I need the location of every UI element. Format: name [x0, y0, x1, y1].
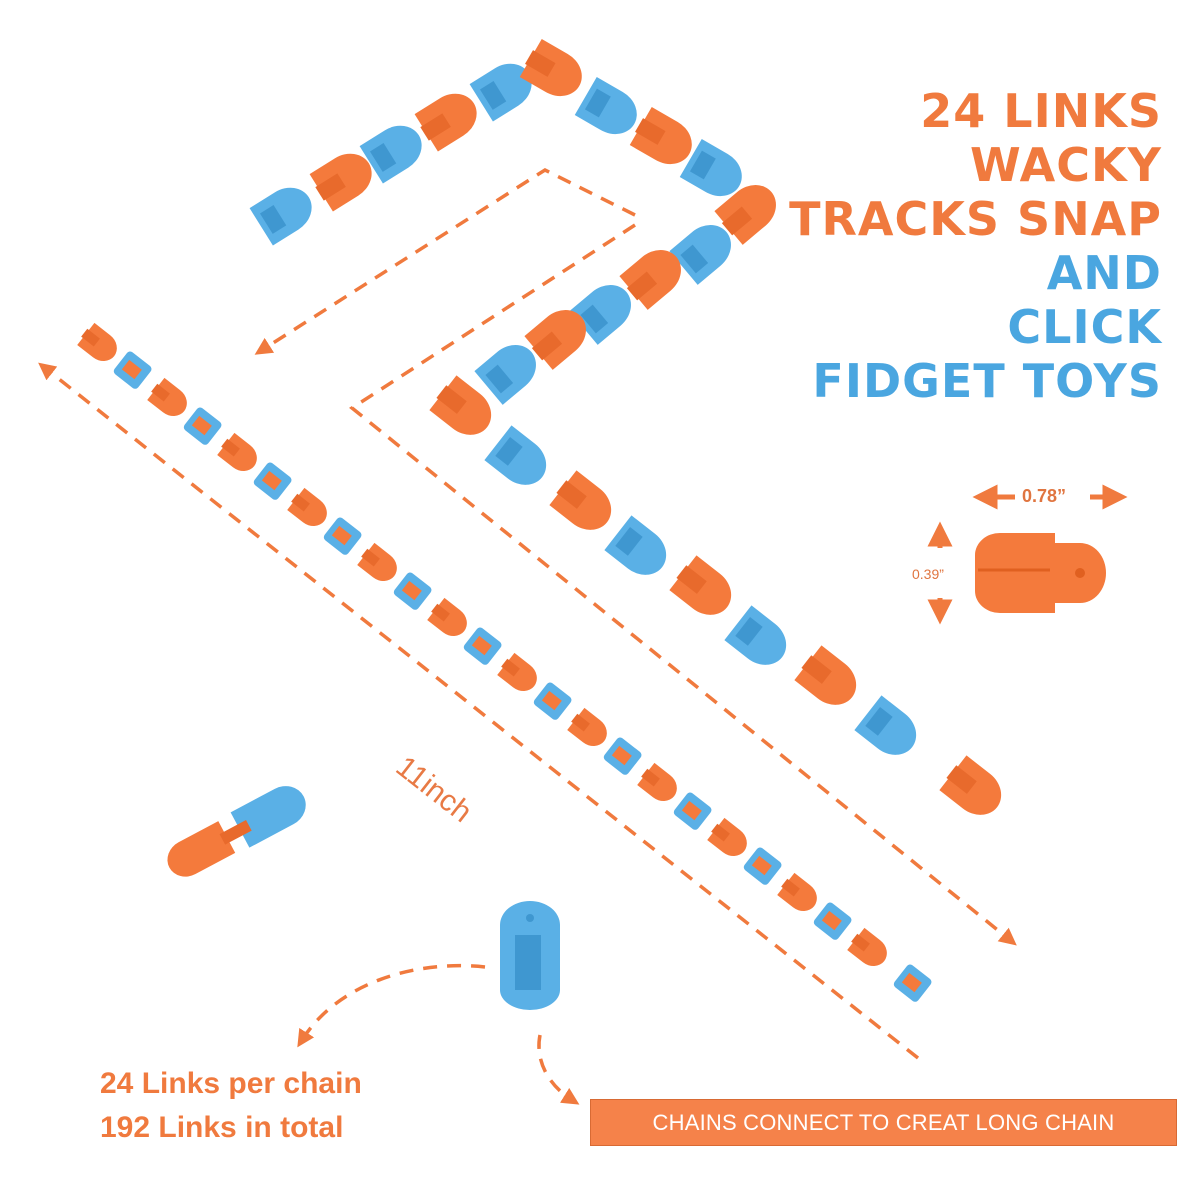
headline-line: FIDGET TOYS — [812, 354, 1162, 408]
dashed-guides — [38, 167, 1017, 1105]
headline-line: WACKY — [970, 138, 1162, 192]
headline-line: TRACKS SNAP — [789, 192, 1162, 246]
dimension-arrows — [927, 484, 1128, 625]
single-orange-link — [975, 533, 1106, 613]
links-total: 192 Links in total — [100, 1111, 344, 1144]
link-height-label: 0.39” — [912, 566, 944, 582]
connect-banner: CHAINS CONNECT TO CREAT LONG CHAIN — [590, 1099, 1177, 1146]
headline-line: 24 LINKS — [920, 84, 1162, 138]
headline-line: CLICK — [1007, 300, 1162, 354]
links-per-chain: 24 Links per chain — [100, 1067, 362, 1100]
banner-text: CHAINS CONNECT TO CREAT LONG CHAIN — [652, 1109, 1115, 1135]
link-width-label: 0.78” — [1022, 486, 1067, 506]
link-counts: 24 Links per chain 192 Links in total — [100, 1062, 362, 1150]
loose-link-pair — [167, 786, 306, 877]
headline-line: AND — [1046, 246, 1162, 300]
headline: 24 LINKS WACKY TRACKS SNAP AND CLICK FID… — [789, 84, 1162, 408]
long-chain — [75, 321, 934, 1004]
single-blue-link — [500, 901, 560, 1010]
